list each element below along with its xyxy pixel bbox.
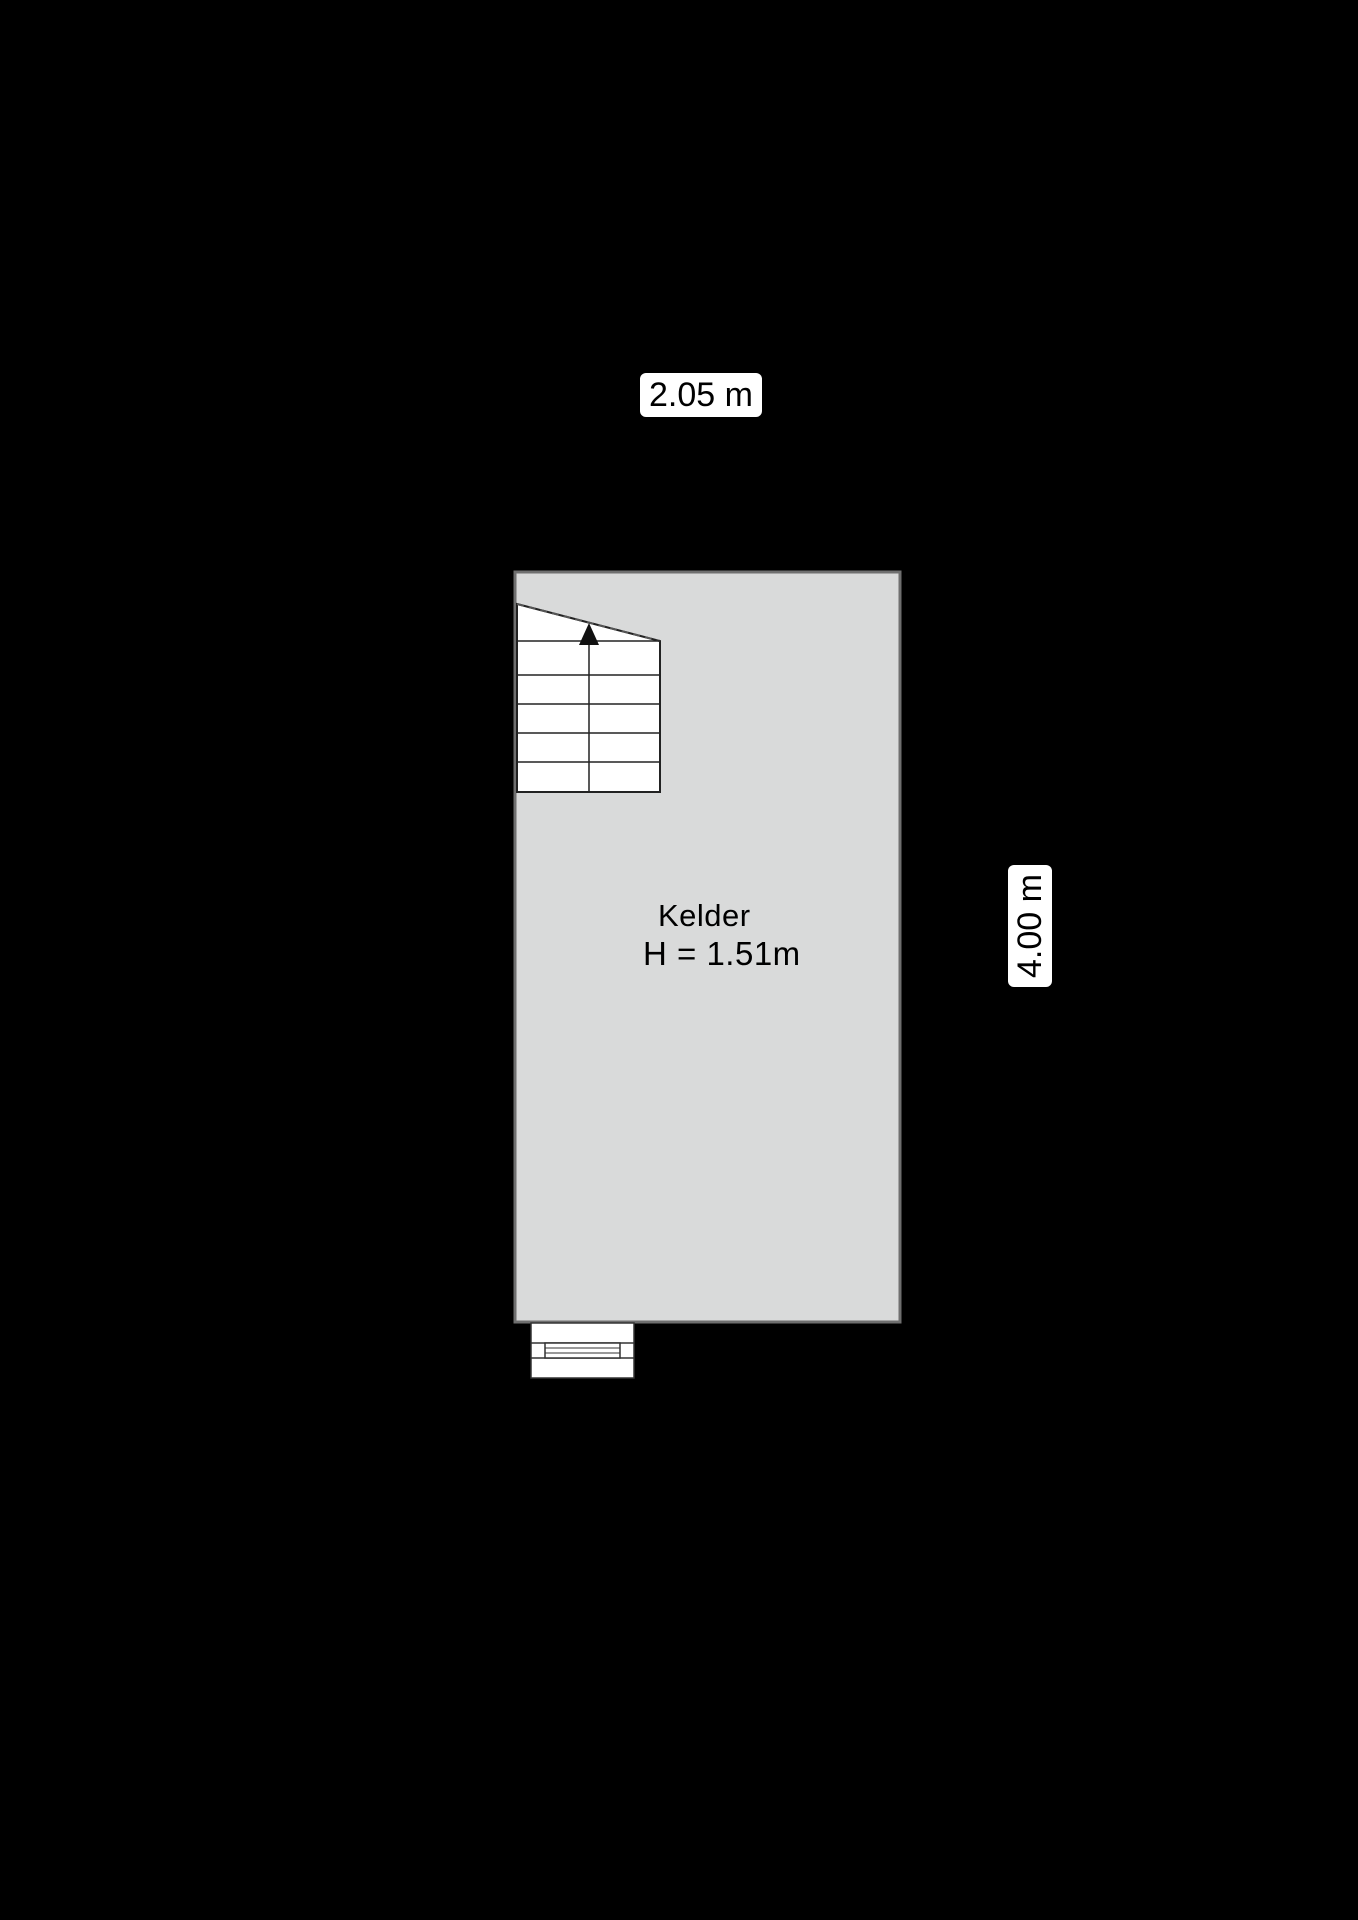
dimension-depth-label: 4.00 m <box>1008 865 1052 987</box>
room-height-label: H = 1.51m <box>643 935 801 972</box>
stair-arrow-icon <box>579 623 599 645</box>
room-name: Kelder <box>658 898 751 933</box>
staircase <box>516 602 661 793</box>
window-element <box>530 1322 635 1379</box>
dimension-width-label: 2.05 m <box>640 373 762 417</box>
